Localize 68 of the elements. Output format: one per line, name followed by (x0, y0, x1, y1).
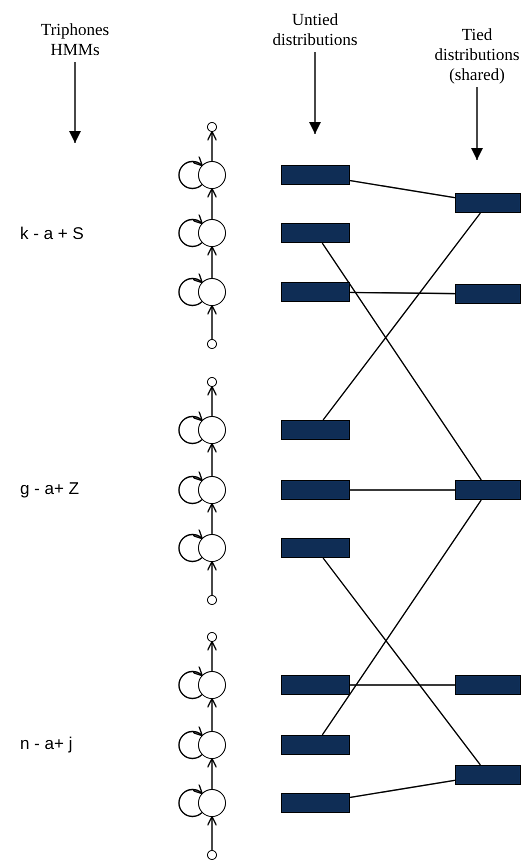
arrow (309, 52, 321, 134)
shared-distribution-bar (455, 480, 521, 500)
arrow (206, 816, 218, 850)
self-loop-arrow (178, 470, 203, 504)
self-loop-arrow (178, 726, 203, 760)
connector-line (322, 500, 482, 736)
distribution-bar (281, 165, 350, 185)
connector-line (350, 489, 455, 491)
triphone-label: n - a+ j (20, 734, 72, 754)
terminal-state-circle (207, 339, 217, 349)
triphone-label: g - a+ Z (20, 479, 80, 499)
terminal-state-circle (207, 632, 217, 642)
shared-distribution-bar (455, 765, 521, 785)
hmm-state-circle (198, 416, 226, 444)
connector-line (322, 558, 481, 766)
distribution-bar (281, 793, 350, 813)
column-heading: Tied distributions (shared) (423, 25, 531, 87)
triphone-label: k - a + S (20, 224, 84, 244)
distribution-bar (281, 223, 350, 243)
self-loop-arrow (178, 214, 203, 248)
arrow (206, 560, 218, 595)
self-loop-arrow (178, 272, 203, 306)
hmm-state-circle (198, 161, 226, 189)
connector-line (350, 684, 455, 686)
shared-distribution-bar (455, 675, 521, 695)
arrow (471, 87, 483, 160)
distribution-bar (281, 282, 350, 302)
distribution-bar (281, 735, 350, 755)
shared-distribution-bar (455, 284, 521, 304)
hmm-state-circle (198, 731, 226, 759)
connector-line (322, 212, 481, 420)
arrow (206, 502, 218, 534)
hmm-state-circle (198, 219, 226, 247)
distribution-bar (281, 420, 350, 440)
distribution-bar (281, 675, 350, 695)
connector-line (350, 292, 455, 294)
shared-distribution-bar (455, 193, 521, 213)
arrow (69, 62, 81, 143)
hmm-state-circle (198, 278, 226, 306)
hmm-state-circle (198, 534, 226, 562)
hmm-state-circle (198, 671, 226, 699)
arrow (206, 442, 218, 476)
self-loop-arrow (178, 528, 203, 562)
column-heading: Untied distributions (250, 10, 380, 52)
terminal-state-circle (207, 377, 217, 387)
arrow (206, 304, 218, 339)
self-loop-arrow (178, 410, 203, 444)
terminal-state-circle (207, 122, 217, 132)
arrow (206, 698, 218, 731)
self-loop-arrow (178, 666, 203, 700)
connector-line (350, 180, 456, 198)
arrow (206, 130, 218, 161)
hmm-state-circle (198, 789, 226, 817)
distribution-bar (281, 538, 350, 558)
arrow (206, 386, 218, 416)
distribution-bar (281, 480, 350, 500)
terminal-state-circle (207, 595, 217, 605)
column-heading: Triphones HMMs (20, 20, 130, 62)
self-loop-arrow (178, 784, 203, 818)
arrow (206, 246, 218, 278)
arrow (206, 758, 218, 789)
arrow (206, 640, 218, 671)
connector-line (322, 242, 482, 480)
self-loop-arrow (178, 156, 203, 190)
terminal-state-circle (207, 850, 217, 860)
hmm-state-circle (198, 476, 226, 504)
connector-line (350, 780, 456, 798)
arrow (206, 188, 218, 219)
